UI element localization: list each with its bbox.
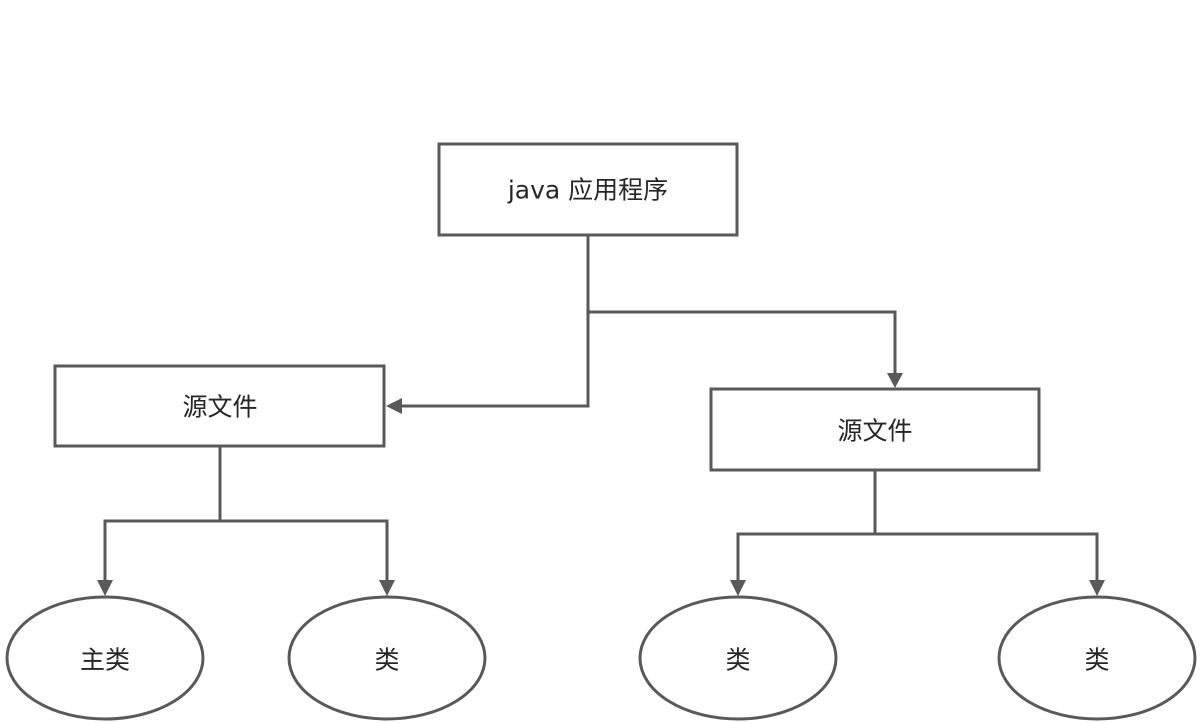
source-file-node-2: 源文件 <box>709 387 1041 472</box>
root-node: java 应用程序 <box>437 142 739 237</box>
class-2-1-label: 类 <box>725 646 750 675</box>
arrowhead-class-2-2 <box>1089 580 1105 596</box>
class-2-2-label: 类 <box>1084 646 1109 675</box>
source-file-2-box <box>709 387 1041 472</box>
connector-file-2-to-classes <box>736 470 1099 582</box>
connectors <box>97 235 1105 596</box>
class-2-2-ellipse <box>997 595 1197 721</box>
arrowhead-class-2-1 <box>730 580 746 596</box>
class-node-2-1: 类 <box>638 595 838 721</box>
class-1-2-label: 类 <box>374 646 399 675</box>
class-1-1-label: 主类 <box>80 646 130 675</box>
arrowhead-class-1-1 <box>97 580 113 596</box>
connector-file-1-to-classes <box>103 446 389 582</box>
source-file-2-label: 源文件 <box>837 417 912 446</box>
class-1-1-ellipse <box>5 595 205 721</box>
class-1-2-ellipse <box>287 595 487 721</box>
source-file-1-label: 源文件 <box>182 393 257 422</box>
connector-root-to-file-2 <box>588 310 897 373</box>
connector-root-to-file-1 <box>401 235 590 408</box>
arrowhead-file-2 <box>887 373 903 388</box>
source-file-1-box <box>53 364 386 448</box>
arrowhead-class-1-2 <box>379 580 395 596</box>
class-2-1-ellipse <box>638 595 838 721</box>
source-file-node-1: 源文件 <box>53 364 386 448</box>
root-node-box <box>437 142 739 237</box>
root-node-label: java 应用程序 <box>507 176 668 205</box>
class-node-1-2: 类 <box>287 595 487 721</box>
class-node-1-1: 主类 <box>5 595 205 721</box>
class-node-2-2: 类 <box>997 595 1197 721</box>
arrowhead-file-1 <box>386 398 402 414</box>
